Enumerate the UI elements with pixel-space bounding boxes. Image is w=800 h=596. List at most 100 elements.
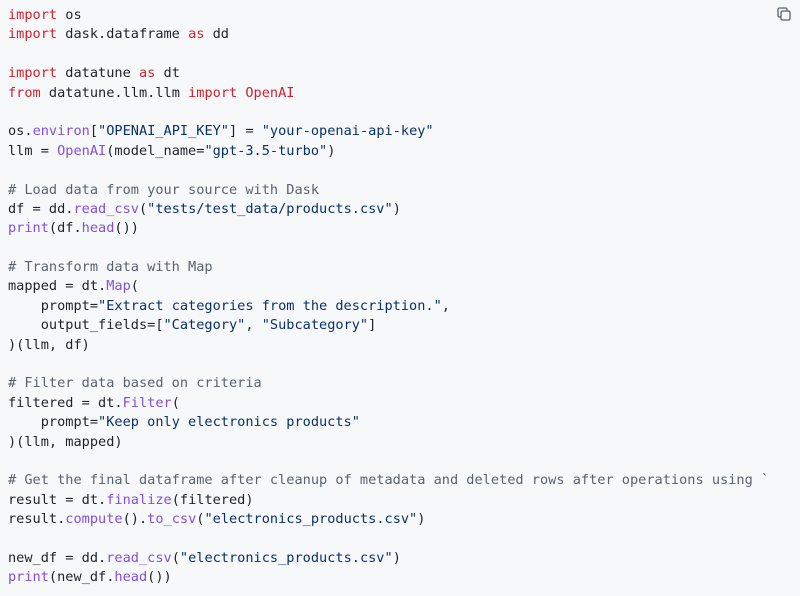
code-token: (model_name=	[106, 142, 205, 159]
code-line: result.compute().to_csv("electronics_pro…	[8, 510, 768, 529]
code-token: )	[392, 549, 401, 566]
code-token: ] =	[229, 123, 262, 140]
code-token: OpenAI	[245, 84, 295, 101]
code-token: (new_df.	[48, 569, 115, 586]
code-token: new_df = dd.	[8, 549, 107, 566]
code-line: # Load data from your source with Dask	[8, 181, 768, 200]
code-line: # Get the final dataframe after cleanup …	[8, 471, 768, 490]
code-token: print	[8, 220, 49, 237]
code-line: result = dt.finalize(filtered)	[8, 491, 768, 510]
code-token: environ	[32, 123, 90, 140]
code-token: "gpt-3.5-turbo"	[204, 142, 328, 159]
code-token: [	[89, 123, 99, 140]
code-token: head	[81, 220, 115, 237]
code-token: (	[196, 511, 205, 528]
code-token: ]	[368, 317, 377, 334]
code-token: os	[57, 7, 82, 23]
code-token: df = dd.	[8, 200, 74, 217]
code-token: import	[8, 26, 58, 43]
code-token: Filter	[122, 394, 172, 411]
code-line: )(llm, mapped)	[8, 433, 768, 452]
copy-button[interactable]	[774, 4, 794, 24]
code-line	[8, 103, 768, 122]
code-line: mapped = dt.Map(	[8, 277, 768, 296]
code-token: read_csv	[73, 200, 139, 217]
code-token: )	[417, 511, 426, 528]
code-token: os.	[8, 123, 33, 140]
code-token: # Get the final dataframe after cleanup …	[8, 472, 768, 489]
code-token: print	[8, 569, 49, 586]
code-token: # Filter data based on criteria	[8, 375, 262, 392]
code-token: import	[188, 84, 238, 101]
code-token: import	[8, 65, 58, 82]
code-token: dd	[204, 26, 229, 43]
code-token: prompt=	[8, 414, 99, 431]
code-token: output_fields=[	[8, 317, 164, 334]
code-token: as	[138, 65, 156, 82]
code-token: "OPENAI_API_KEY"	[98, 123, 229, 140]
code-token: compute	[65, 511, 123, 528]
code-token: (	[171, 394, 180, 411]
code-token: (	[171, 549, 180, 566]
code-token: result = dt.	[8, 491, 107, 508]
code-token: "electronics_products.csv"	[179, 549, 393, 566]
code-token: )(llm, mapped)	[8, 433, 123, 450]
code-line: llm = OpenAI(model_name="gpt-3.5-turbo")	[8, 142, 768, 161]
code-line: df = dd.read_csv("tests/test_data/produc…	[8, 200, 768, 219]
code-token: "electronics_products.csv"	[204, 511, 418, 528]
code-token: "Subcategory"	[261, 317, 369, 334]
code-token: head	[114, 569, 148, 586]
code-token: "Extract categories from the description…	[98, 297, 442, 314]
code-line	[8, 239, 768, 258]
code-line: from datatune.llm.llm import OpenAI	[8, 84, 768, 103]
code-token: ().	[122, 511, 148, 528]
code-line: print(new_df.head())	[8, 568, 768, 587]
code-token: Map	[106, 278, 131, 295]
code-token: )(llm, df)	[8, 336, 90, 353]
code-line: import dask.dataframe as dd	[8, 25, 768, 44]
code-token: (	[130, 278, 139, 295]
code-line: print(df.head())	[8, 219, 768, 238]
code-line: output_fields=["Category", "Subcategory"…	[8, 316, 768, 335]
code-line: # Filter data based on criteria	[8, 374, 768, 393]
code-line	[8, 452, 768, 471]
code-token: ,	[245, 317, 262, 334]
code-token: filtered = dt.	[8, 394, 123, 411]
code-token: import	[8, 7, 58, 23]
code-token: dt	[155, 65, 180, 82]
code-token: read_csv	[106, 549, 172, 566]
code-token: datatune	[57, 65, 139, 82]
code-line: )(llm, df)	[8, 336, 768, 355]
code-token: (df.	[48, 220, 82, 237]
code-token: to_csv	[147, 511, 197, 528]
code-line: import os	[8, 6, 768, 25]
code-token: dask.dataframe	[57, 26, 189, 43]
code-token: # Transform data with Map	[8, 259, 213, 276]
copy-icon	[776, 6, 792, 22]
code-line: prompt="Extract categories from the desc…	[8, 297, 768, 316]
code-line: import datatune as dt	[8, 64, 768, 83]
code-token: ())	[114, 220, 139, 237]
code-line: # Transform data with Map	[8, 258, 768, 277]
code-token: llm =	[8, 142, 58, 159]
code-line: filtered = dt.Filter(	[8, 394, 768, 413]
code-token: prompt=	[8, 297, 99, 314]
code-line	[8, 45, 768, 64]
code-line: new_df = dd.read_csv("electronics_produc…	[8, 549, 768, 568]
code-token: ())	[147, 569, 172, 586]
code-line	[8, 355, 768, 374]
code-token: mapped = dt.	[8, 278, 107, 295]
code-token: finalize	[106, 491, 172, 508]
code-token: from	[8, 84, 41, 101]
code-token: (filtered)	[171, 491, 254, 508]
code-token: "your-openai-api-key"	[261, 123, 434, 140]
code-token: # Load data from your source with Dask	[8, 181, 319, 198]
code-token: )	[392, 200, 401, 217]
code-token: "Keep only electronics products"	[98, 414, 360, 431]
code-line	[8, 530, 768, 549]
code-token: as	[188, 26, 205, 43]
code-token: "Category"	[163, 317, 246, 334]
code-token: result.	[8, 511, 66, 528]
